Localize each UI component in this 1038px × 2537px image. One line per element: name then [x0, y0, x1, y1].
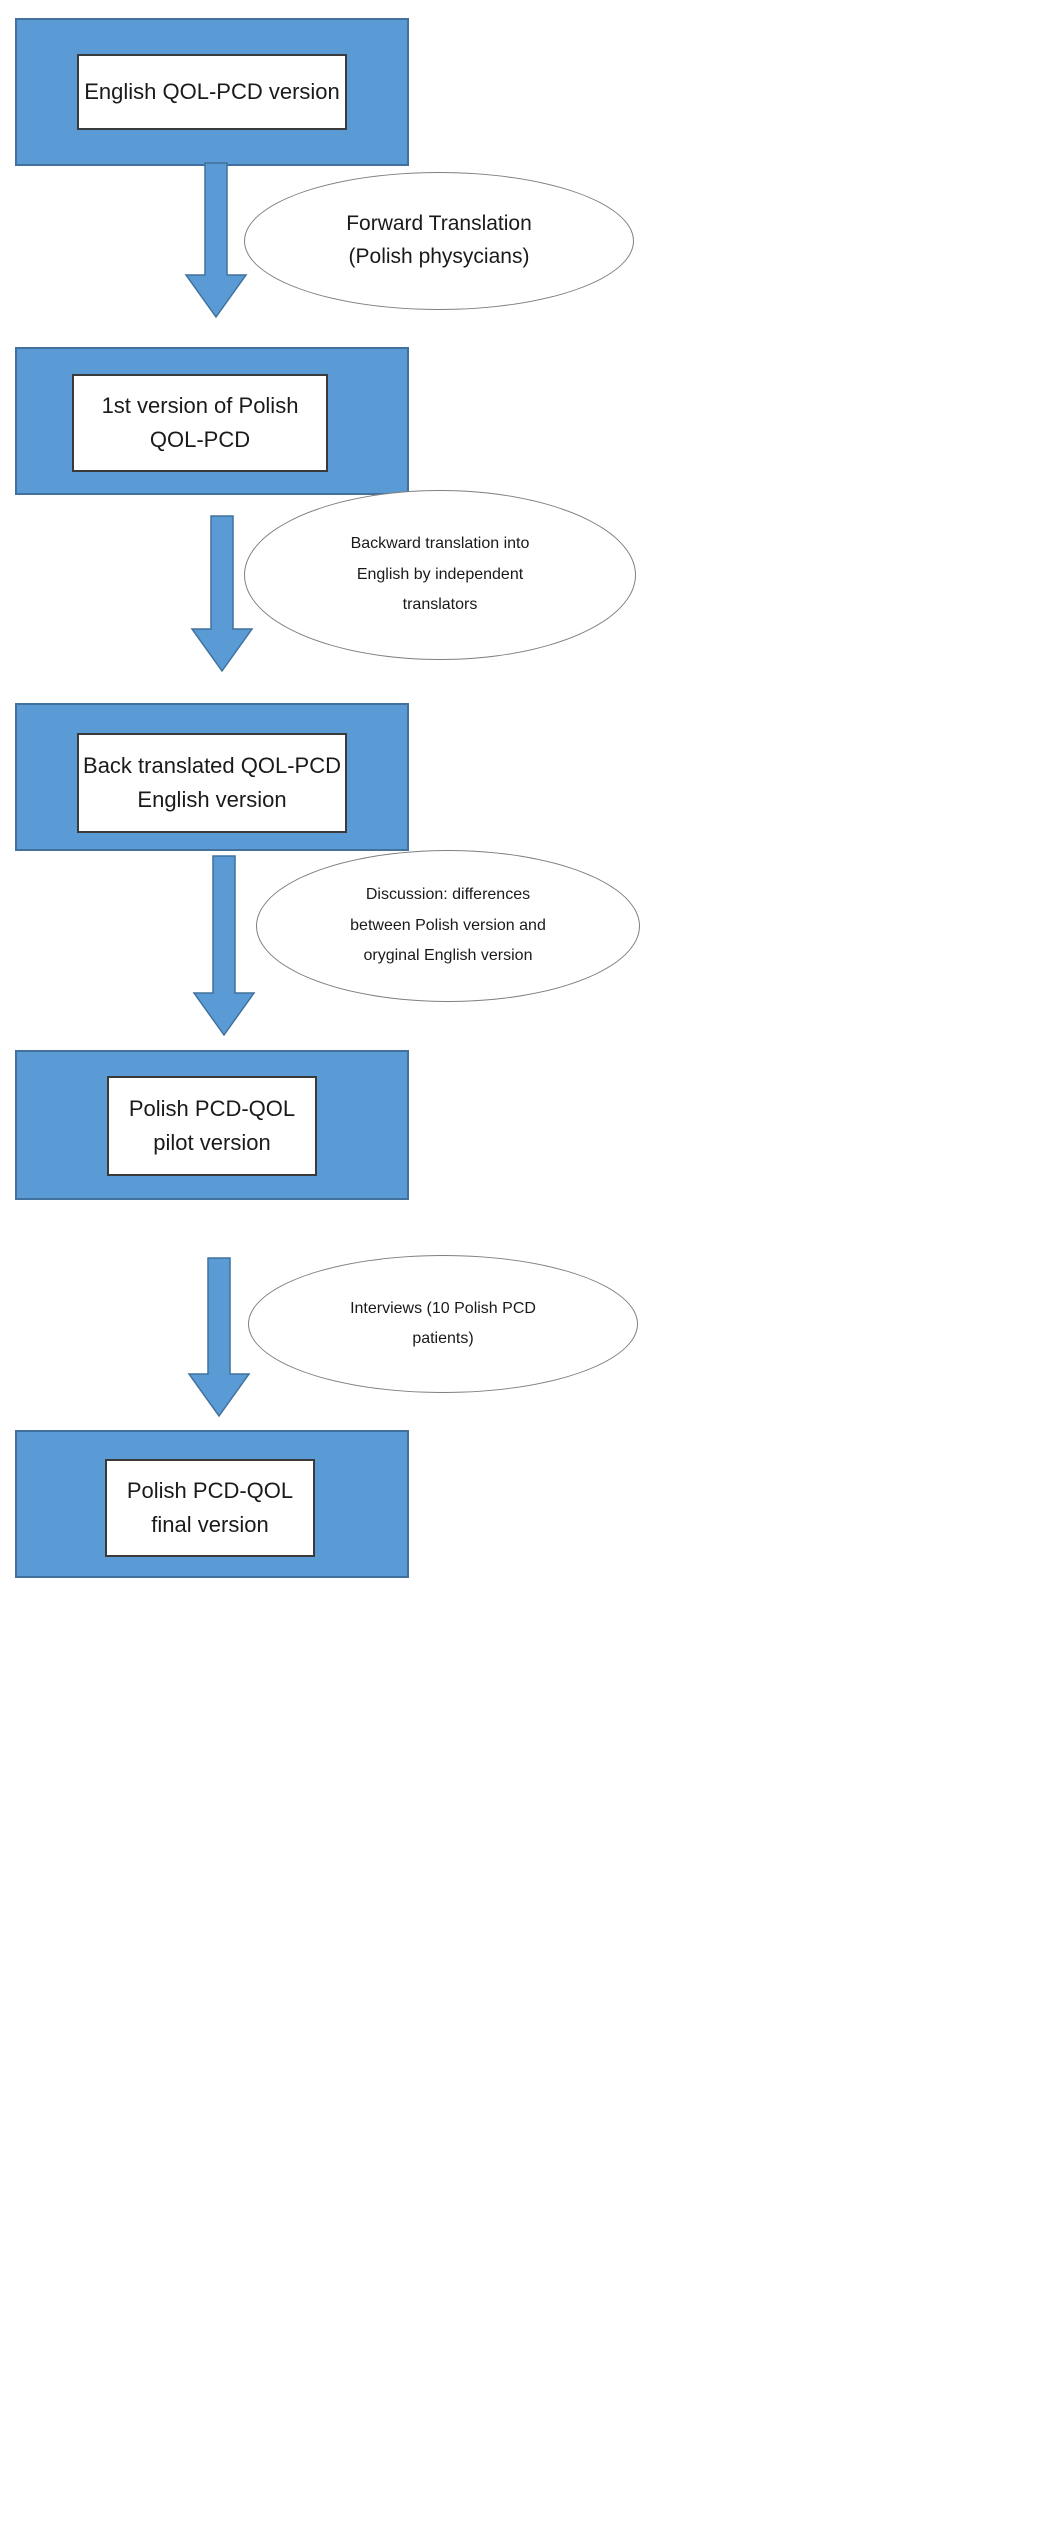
transition-note-backward-translation: Backward translation into English by ind…: [244, 490, 636, 660]
step-label-line: Back translated QOL-PCD: [83, 752, 341, 778]
step-label-line: Polish PCD-QOL: [126, 1477, 294, 1503]
transition-note-line: translators: [402, 596, 478, 614]
step-label-line: Polish PCD-QOL: [128, 1095, 296, 1121]
transition-note-line: English by independent: [356, 565, 524, 583]
step-label-line: 1st version of Polish: [101, 392, 299, 418]
transition-note-discussion: Discussion: differences between Polish v…: [256, 850, 640, 1002]
transition-note-line: between Polish version and: [350, 916, 546, 934]
step-panel-english-version: English QOL-PCD version: [15, 18, 409, 166]
step-box-pilot-version: Polish PCD-QOL pilot version: [107, 1076, 317, 1176]
transition-note-line: Discussion: differences: [365, 886, 531, 904]
step-label-line: pilot version: [153, 1130, 271, 1155]
transition-note-line: (Polish physycians): [348, 245, 530, 268]
down-arrow-1: [184, 162, 248, 319]
transition-note-interviews: Interviews (10 Polish PCD patients): [248, 1255, 638, 1393]
step-box-back-translated-version: Back translated QOL-PCD English version: [77, 733, 347, 833]
transition-note-line: Backward translation into: [350, 535, 530, 553]
transition-note-line: oryginal English version: [363, 947, 533, 965]
step-label-line: English version: [137, 787, 287, 812]
transition-note-line: Forward Translation: [346, 212, 532, 236]
step-box-final-version: Polish PCD-QOL final version: [105, 1459, 315, 1557]
down-arrow-2: [190, 515, 254, 673]
step-panel-final-version: Polish PCD-QOL final version: [15, 1430, 409, 1578]
transition-note-line: patients): [412, 1330, 474, 1347]
step-box-english-version: English QOL-PCD version: [77, 54, 347, 130]
step-label-line: English QOL-PCD version: [84, 78, 340, 104]
step-panel-back-translated-version: Back translated QOL-PCD English version: [15, 703, 409, 851]
transition-note-forward-translation: Forward Translation (Polish physycians): [244, 172, 634, 310]
down-arrow-3: [192, 855, 256, 1037]
transition-note-line: Interviews (10 Polish PCD: [350, 1299, 536, 1317]
step-label-line: final version: [151, 1512, 269, 1537]
step-label-line: QOL-PCD: [149, 427, 251, 452]
step-panel-first-polish-version: 1st version of Polish QOL-PCD: [15, 347, 409, 495]
down-arrow-4: [187, 1257, 251, 1418]
step-panel-pilot-version: Polish PCD-QOL pilot version: [15, 1050, 409, 1200]
step-box-first-polish-version: 1st version of Polish QOL-PCD: [72, 374, 328, 472]
